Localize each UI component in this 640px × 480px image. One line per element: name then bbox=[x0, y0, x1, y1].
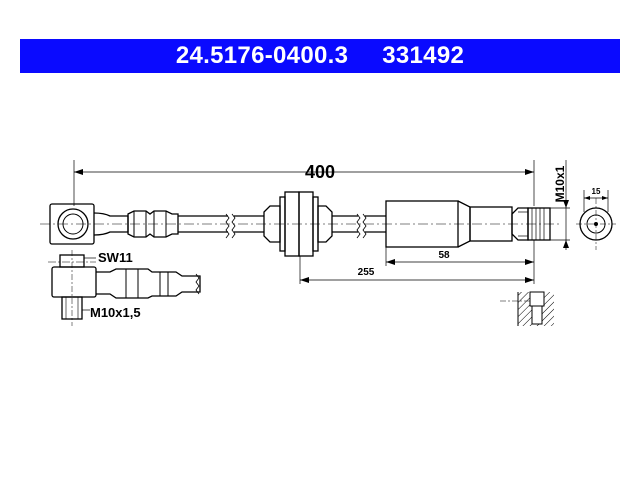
title-bar: 24.5176-0400.3 331492 bbox=[20, 39, 620, 73]
wrench-size-label: SW11 bbox=[98, 250, 133, 265]
dimension-255-label: 255 bbox=[358, 267, 375, 278]
middle-bracket-fitting bbox=[263, 191, 333, 284]
end-view bbox=[576, 190, 616, 250]
bolt-thread-label: M10x1,5 bbox=[90, 305, 141, 320]
left-banjo-fitting bbox=[49, 203, 179, 245]
length-dimension-label: 400 bbox=[305, 162, 335, 182]
part-number: 24.5176-0400.3 bbox=[175, 42, 349, 69]
banjo-side-view bbox=[48, 250, 201, 326]
thread-m10x1-label: M10x1 bbox=[553, 165, 567, 202]
hose-section-1 bbox=[178, 213, 264, 239]
port-detail bbox=[500, 291, 554, 326]
dimension-15-label: 15 bbox=[592, 187, 601, 196]
right-thread-fitting bbox=[511, 207, 551, 284]
reference-number: 331492 bbox=[382, 42, 465, 69]
dimension-58-label: 58 bbox=[438, 250, 450, 261]
hose-section-2 bbox=[332, 213, 386, 239]
